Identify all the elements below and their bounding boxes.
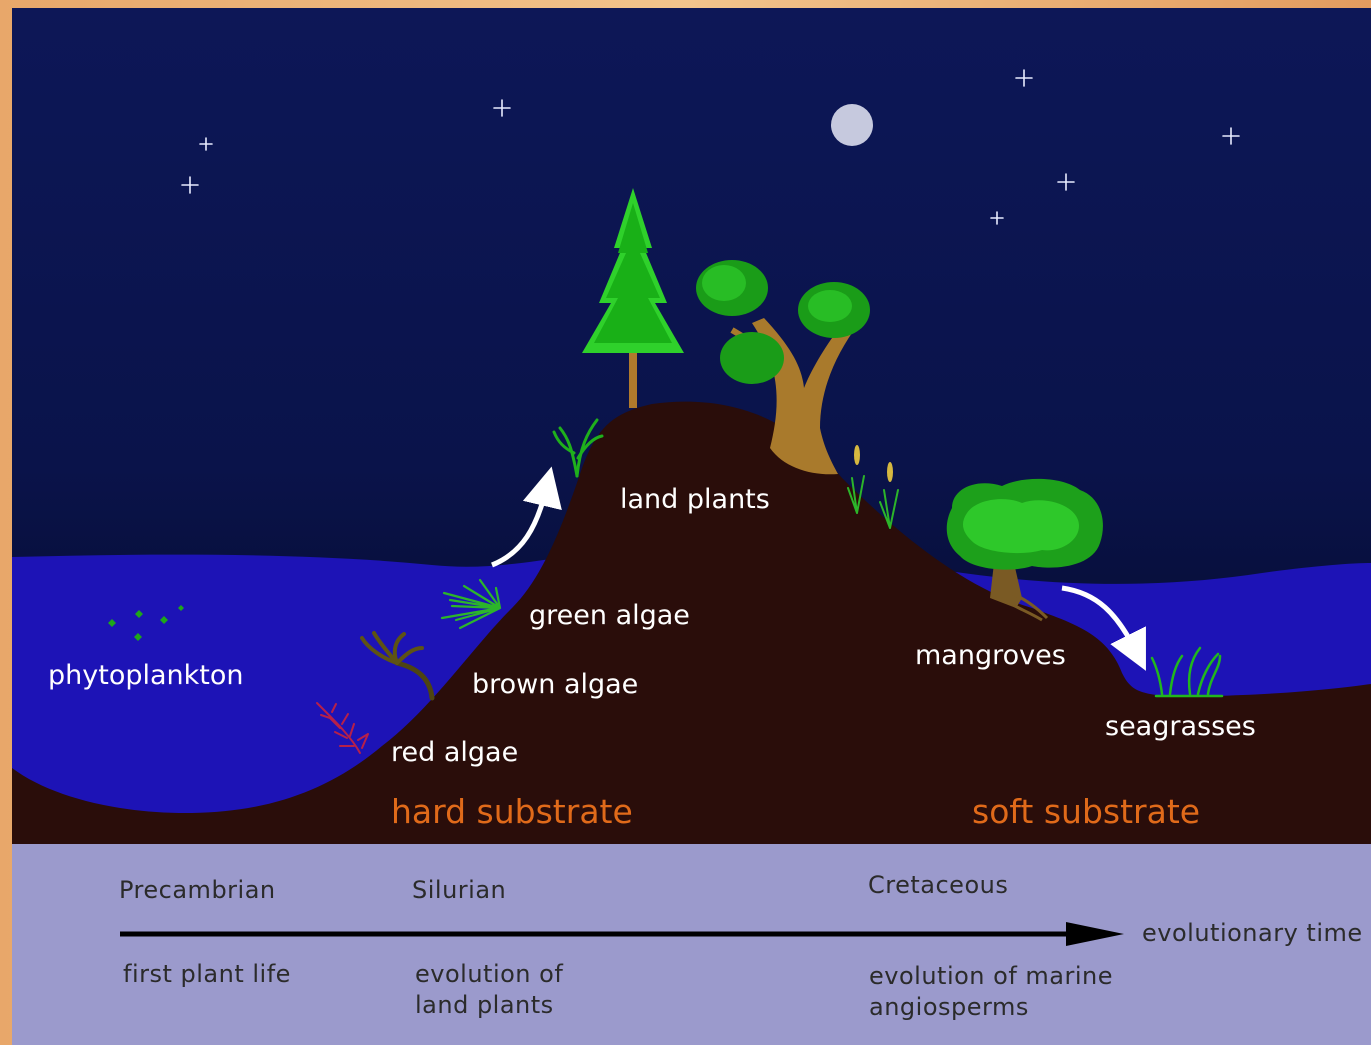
star-icon <box>493 99 511 117</box>
star-icon <box>199 137 213 151</box>
star-icon <box>1015 69 1033 87</box>
stars <box>181 69 1240 225</box>
green-algae-icon <box>440 578 502 630</box>
label-red-algae: red algae <box>391 737 519 768</box>
period-cretaceous: Cretaceous <box>868 871 1009 899</box>
emergence-arrow <box>491 466 562 568</box>
seagrass-icon <box>1150 646 1224 698</box>
period-precambrian: Precambrian <box>119 876 276 904</box>
label-green-algae: green algae <box>529 600 690 631</box>
period-silurian: Silurian <box>412 876 507 904</box>
label-phytoplankton: phytoplankton <box>48 660 244 691</box>
label-mangroves: mangroves <box>915 640 1066 671</box>
timeline-arrowhead <box>1066 922 1124 946</box>
event-marine-angiosperms: evolution of marine angiosperms <box>869 962 1113 1022</box>
star-icon <box>181 176 199 194</box>
diagram-canvas: phytoplankton red algae brown algae gree… <box>12 8 1371 1045</box>
label-hard-substrate: hard substrate <box>391 792 633 831</box>
moon <box>831 104 873 146</box>
star-icon <box>1057 173 1075 191</box>
label-soft-substrate: soft substrate <box>972 792 1201 831</box>
event-land-plants: evolution of land plants <box>415 960 564 1020</box>
event-first-plant-life: first plant life <box>123 960 291 988</box>
early-land-plant-icon <box>552 418 604 478</box>
conifer-tree-icon <box>582 188 684 408</box>
label-brown-algae: brown algae <box>472 669 639 700</box>
reed-icon <box>847 475 899 529</box>
phytoplankton-cells <box>108 605 184 641</box>
scene-illustration <box>12 8 1371 946</box>
mangrove-icon <box>946 478 1103 622</box>
brown-algae-icon <box>360 631 435 701</box>
deciduous-tree-icon <box>696 260 870 475</box>
red-algae-icon <box>316 702 369 754</box>
star-icon <box>990 211 1004 225</box>
star-icon <box>1222 127 1240 145</box>
land-mass <box>12 401 1371 844</box>
label-seagrasses: seagrasses <box>1105 711 1256 742</box>
return-arrow <box>1061 585 1146 671</box>
timeline-axis-label: evolutionary time <box>1142 919 1363 947</box>
label-land-plants: land plants <box>620 484 770 515</box>
